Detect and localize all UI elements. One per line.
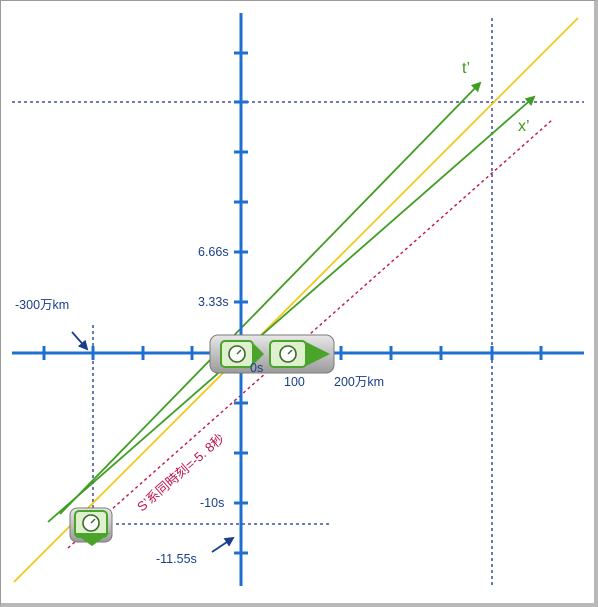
y-tick-label-neg: -10s	[200, 496, 224, 510]
x-label-neg300: -300万km	[15, 298, 69, 312]
rocket-group-lower	[69, 507, 113, 546]
clock-icon	[279, 345, 297, 363]
t-prime-axis	[59, 81, 482, 515]
rocket-icon	[220, 340, 264, 368]
clock-icon	[82, 514, 100, 532]
rocket-icon	[269, 340, 330, 368]
origin-label: 0s	[250, 361, 263, 375]
t-axis-ticks	[234, 51, 248, 555]
t-label-neg1155: -11.55s	[156, 552, 197, 566]
clock-icon	[228, 345, 246, 363]
x-prime-label: x’	[518, 118, 530, 135]
t-prime-label: t’	[462, 60, 470, 77]
y-tick-label-2: 6.66s	[198, 245, 229, 259]
pointer-arrow-neg1155	[211, 536, 235, 553]
pointer-arrow-neg300	[71, 331, 89, 351]
x-label-200: 200万km	[334, 375, 384, 389]
rocket-group-origin	[209, 334, 335, 374]
x-label-100: 100	[284, 375, 305, 389]
light-line	[13, 17, 579, 583]
rocket-icon	[74, 510, 110, 546]
x-prime-axis	[47, 95, 536, 523]
y-tick-label-1: 3.33s	[198, 295, 229, 309]
simultaneity-line	[67, 119, 553, 549]
